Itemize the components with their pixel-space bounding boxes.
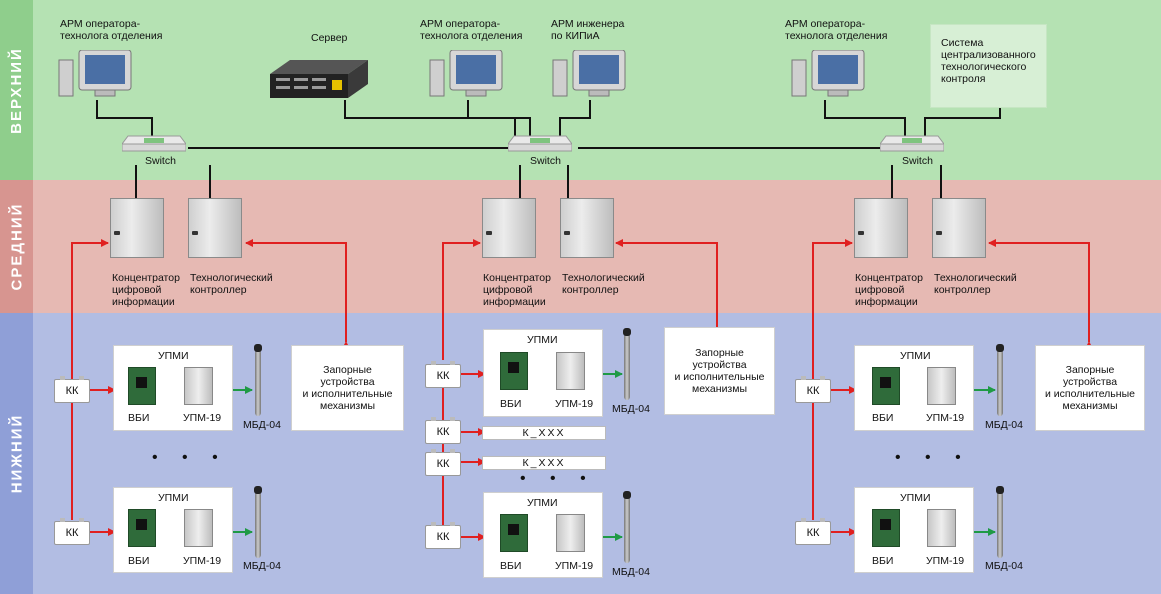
cabinet-icon [854, 198, 908, 258]
monitor-icon [57, 49, 135, 98]
probe-icon [996, 344, 1004, 416]
lower-level-label: Нижний [0, 313, 33, 594]
mbd04-label: МБД-04 [243, 560, 281, 572]
server-label: Сервер [311, 32, 348, 44]
valves-box: Запорные устройства и исполнительные мех… [291, 345, 404, 431]
cabinet-icon [188, 198, 242, 258]
upm19-label: УПМ-19 [926, 412, 965, 424]
arm-operator-label-2: АРМ оператора- технолога отделения [420, 18, 523, 42]
switch-label: Switch [145, 155, 176, 167]
kk-box: КК [795, 376, 831, 403]
kk-box: КК [54, 376, 90, 403]
module-icon [184, 509, 213, 547]
vbi-label: ВБИ [500, 398, 522, 410]
controller-label: Технологический контроллер [934, 272, 1017, 296]
vbi-label: ВБИ [872, 412, 894, 424]
probe-icon [623, 328, 631, 400]
cabinet-icon [110, 198, 164, 258]
controller-label: Технологический контроллер [562, 272, 645, 296]
upmi-label: УПМИ [900, 350, 931, 362]
board-icon [500, 352, 528, 390]
kk-box: КК [795, 518, 831, 545]
probe-icon [254, 344, 262, 416]
mbd04-label: МБД-04 [243, 419, 281, 431]
vbi-label: ВБИ [128, 555, 150, 567]
kk-box: КК [54, 518, 90, 545]
k-xxx-bar: К_XXX [482, 456, 606, 470]
arm-kipia-label: АРМ инженера по КИПиА [551, 18, 625, 42]
upmi-label: УПМИ [900, 492, 931, 504]
arm-operator-label-3: АРМ оператора- технолога отделения [785, 18, 888, 42]
monitor-icon [428, 49, 506, 98]
valves-box: Запорные устройства и исполнительные мех… [1035, 345, 1145, 431]
middle-level-label: Средний [0, 180, 33, 313]
monitor-icon [551, 49, 629, 98]
board-icon [872, 367, 900, 405]
kk-box: КК [425, 522, 461, 549]
vbi-label: ВБИ [500, 560, 522, 572]
cabinet-icon [482, 198, 536, 258]
concentrator-label: Концентратор цифровой информации [483, 272, 551, 308]
concentrator-label: Концентратор цифровой информации [855, 272, 923, 308]
arm-operator-label-1: АРМ оператора- технолога отделения [60, 18, 163, 42]
vbi-label: ВБИ [128, 412, 150, 424]
upmi-label: УПМИ [527, 334, 558, 346]
k-xxx-bar: К_XXX [482, 426, 606, 440]
cabinet-icon [560, 198, 614, 258]
cabinet-icon [932, 198, 986, 258]
switch-label: Switch [902, 155, 933, 167]
board-icon [500, 514, 528, 552]
module-icon [556, 514, 585, 552]
kk-box: КК [425, 361, 461, 388]
board-icon [128, 509, 156, 547]
module-icon [556, 352, 585, 390]
controller-label: Технологический контроллер [190, 272, 273, 296]
mbd04-label: МБД-04 [612, 403, 650, 415]
board-icon [872, 509, 900, 547]
probe-icon [254, 486, 262, 558]
valves-box: Запорные устройства и исполнительные мех… [664, 327, 775, 415]
upm19-label: УПМ-19 [555, 398, 594, 410]
module-icon [927, 509, 956, 547]
central-control-system-label: Система централизованного технологическо… [941, 37, 1036, 85]
upmi-label: УПМИ [158, 350, 189, 362]
vbi-label: ВБИ [872, 555, 894, 567]
switch-label: Switch [530, 155, 561, 167]
mbd04-label: МБД-04 [612, 566, 650, 578]
upm19-label: УПМ-19 [926, 555, 965, 567]
probe-icon [996, 486, 1004, 558]
upm19-label: УПМ-19 [183, 412, 222, 424]
module-icon [184, 367, 213, 405]
top-level-label: Верхний [0, 0, 33, 180]
upmi-label: УПМИ [527, 497, 558, 509]
upm19-label: УПМ-19 [183, 555, 222, 567]
mbd04-label: МБД-04 [985, 419, 1023, 431]
concentrator-label: Концентратор цифровой информации [112, 272, 180, 308]
upmi-label: УПМИ [158, 492, 189, 504]
ellipsis: • • • [895, 449, 971, 466]
ellipsis: • • • [520, 470, 596, 487]
board-icon [128, 367, 156, 405]
kk-box: КК [425, 449, 461, 476]
mbd04-label: МБД-04 [985, 560, 1023, 572]
monitor-icon [790, 49, 868, 98]
kk-box: КК [425, 417, 461, 444]
central-control-system-box: Система централизованного технологическо… [930, 24, 1047, 108]
probe-icon [623, 491, 631, 563]
upm19-label: УПМ-19 [555, 560, 594, 572]
module-icon [927, 367, 956, 405]
server-icon [270, 60, 368, 98]
ellipsis: • • • [152, 449, 228, 466]
